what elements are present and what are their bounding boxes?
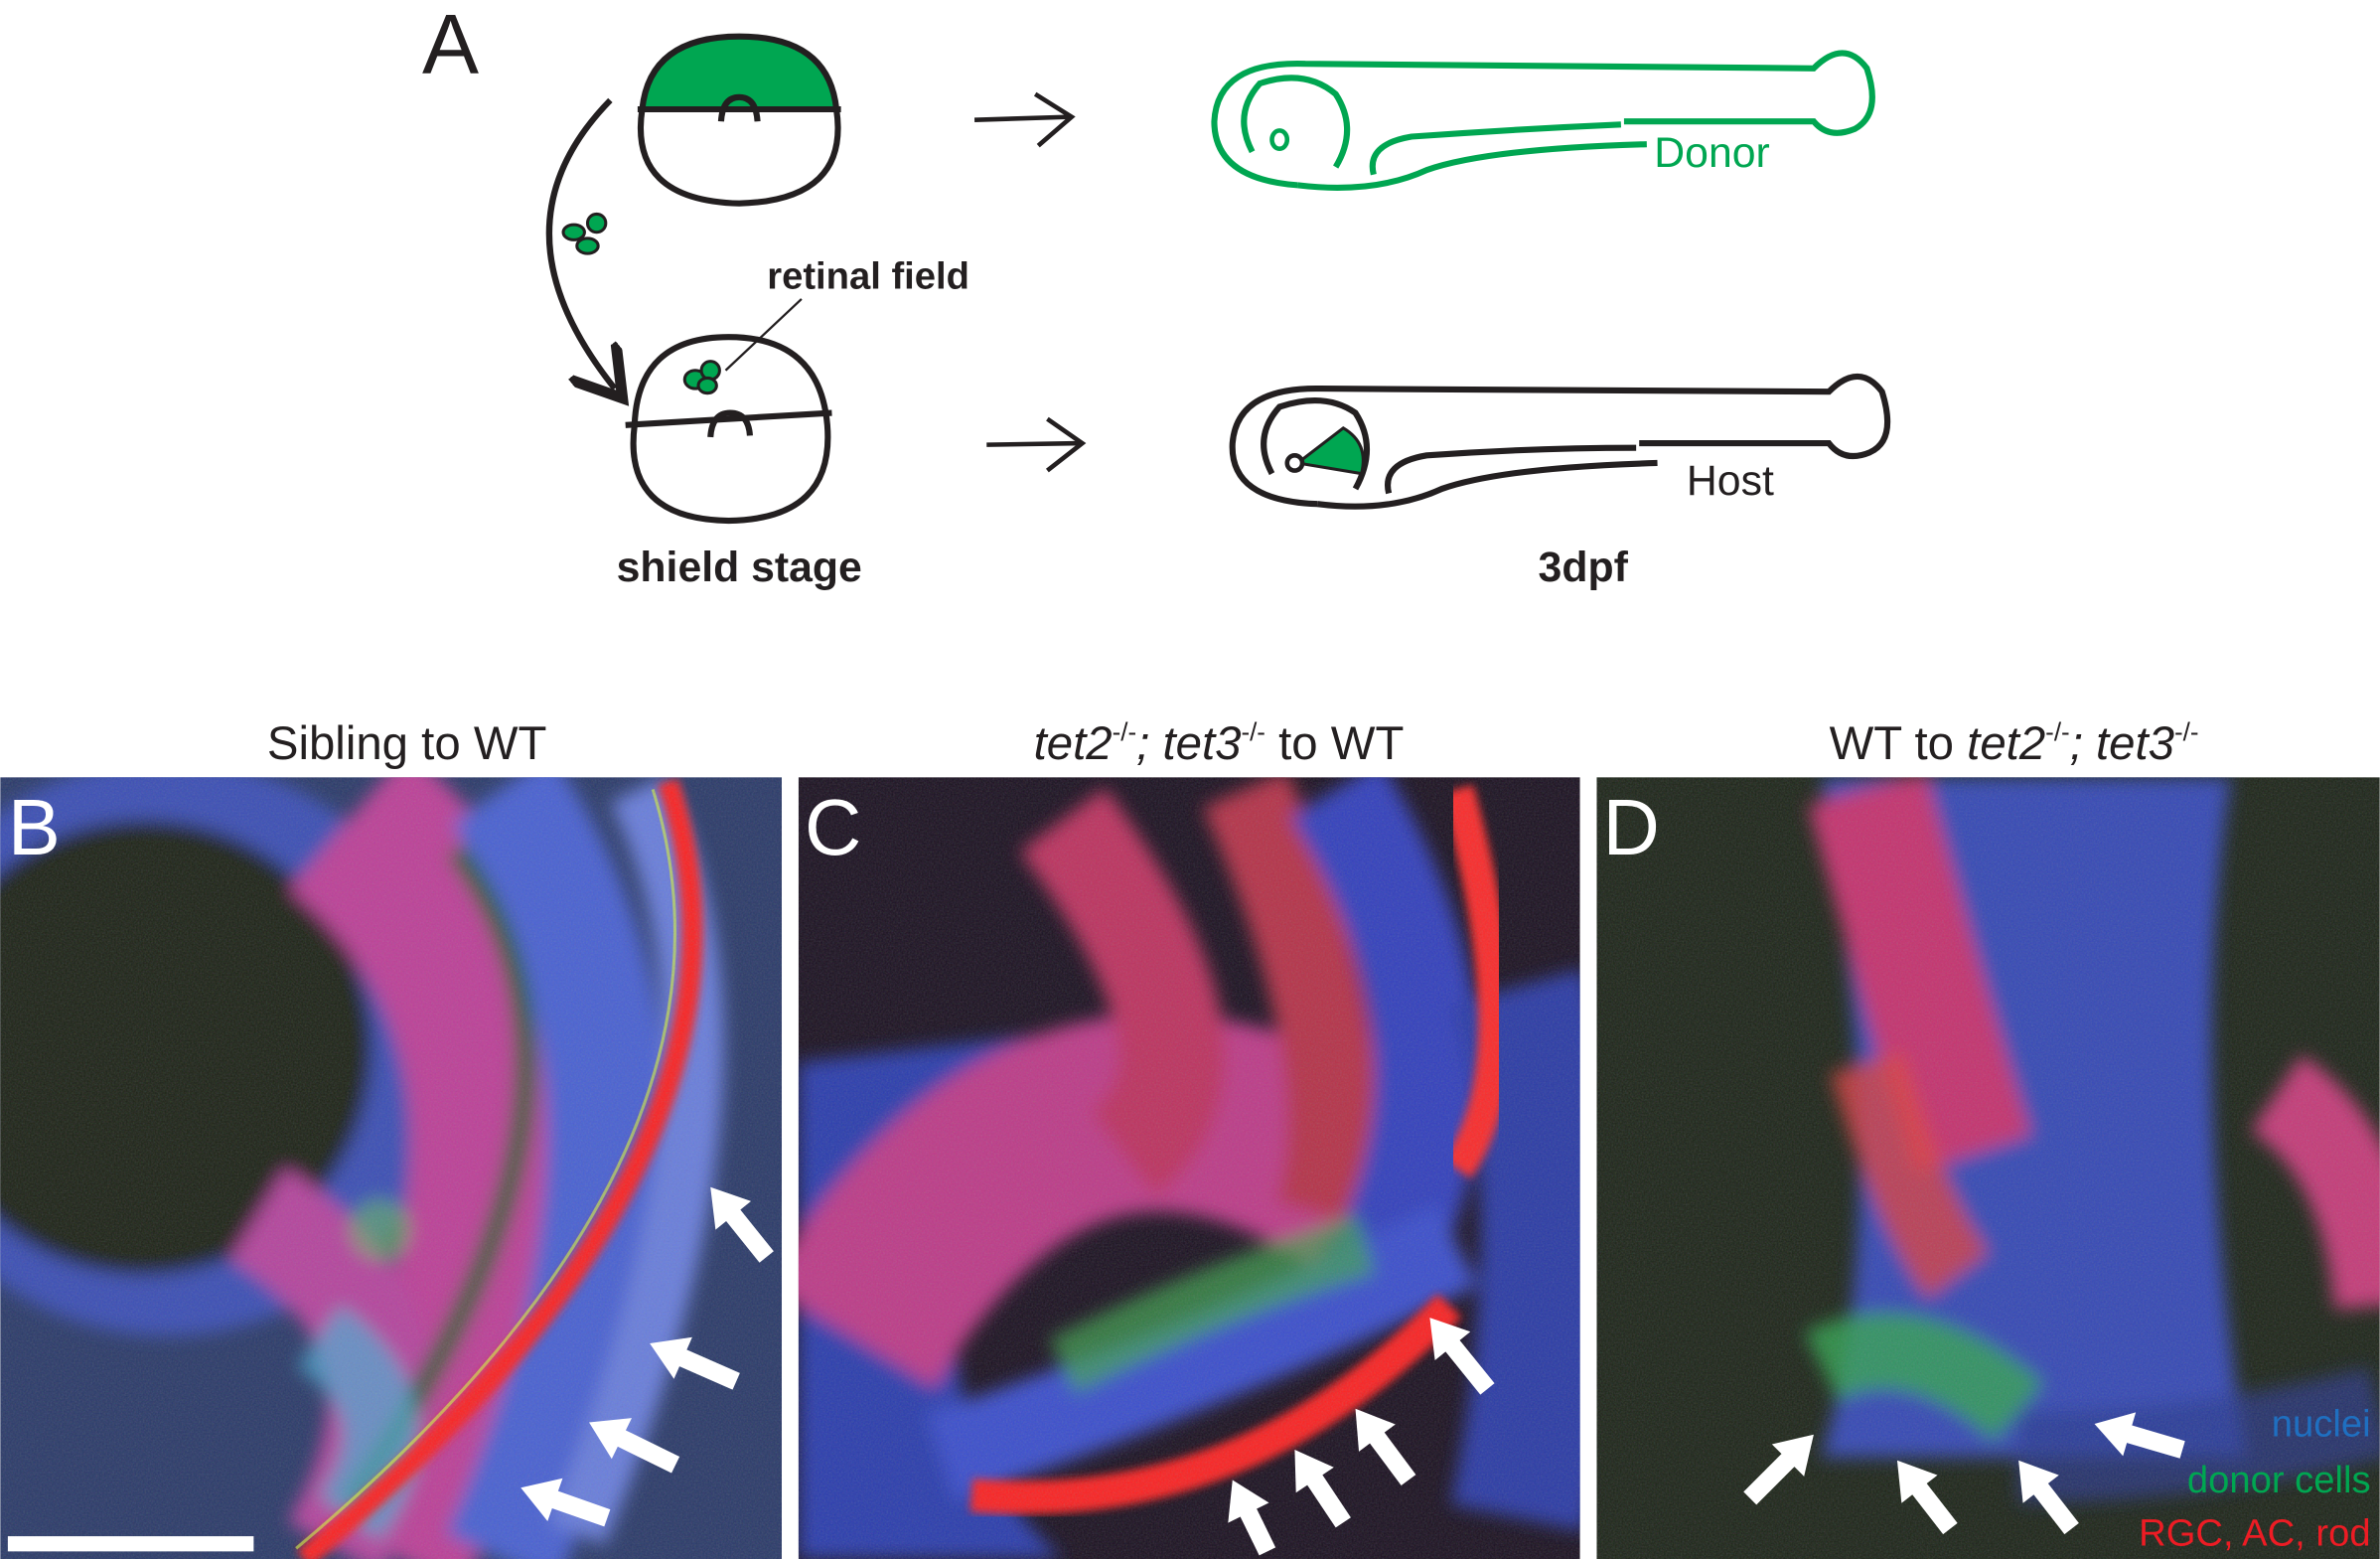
arrow-icon	[1294, 1450, 1351, 1528]
panel-d-micrograph	[1596, 777, 2380, 1559]
arrow-icon	[650, 1336, 740, 1390]
arrow-shape	[650, 1336, 740, 1390]
arrow-icon	[710, 1186, 774, 1263]
panel-c-letter: C	[805, 783, 861, 871]
arrow-icon	[1228, 1480, 1276, 1556]
retinal-field-label: retinal field	[767, 254, 969, 297]
arrow-shape	[2094, 1412, 2185, 1459]
arrow-shape	[1228, 1480, 1276, 1556]
age-label: 3dpf	[1539, 544, 1629, 591]
panel-c-title: tet2-/-; tet3-/- to WT	[1034, 717, 1405, 770]
arrow-shape	[1743, 1434, 1814, 1505]
arrow-shape	[2018, 1460, 2079, 1535]
arrow-icon	[1355, 1408, 1416, 1486]
arrow-icon	[1896, 1460, 1958, 1535]
arrow-icon	[1743, 1434, 1814, 1505]
legend-donor-cells: donor cells	[2187, 1459, 2371, 1501]
host-label: Host	[1687, 457, 1774, 505]
transplanted-cells-icon	[561, 212, 608, 255]
arrow-icon	[1429, 1318, 1495, 1395]
host-larva-icon	[1229, 374, 1891, 510]
panel-c-micrograph	[798, 777, 1580, 1559]
panel-d-title: WT to tet2-/-; tet3-/-	[1830, 717, 2199, 770]
arrow-icon	[2018, 1460, 2079, 1535]
arrow-icon	[2094, 1412, 2185, 1459]
arrow-shape	[589, 1418, 680, 1474]
panel-b-micrograph	[0, 777, 783, 1559]
right-arrow-icon	[986, 416, 1087, 473]
legend-nuclei: nuclei	[2272, 1402, 2371, 1445]
arrow-shape	[1355, 1408, 1416, 1486]
donor-larva-icon	[1211, 50, 1875, 191]
panel-b-letter: B	[8, 783, 61, 871]
right-arrow-icon	[973, 91, 1076, 148]
arrow-shape	[1429, 1318, 1495, 1395]
arrow-shape	[1896, 1460, 1958, 1535]
panel-b-title: Sibling to WT	[267, 717, 547, 770]
panel-a-letter: A	[422, 0, 479, 91]
arrow-icon	[521, 1478, 611, 1527]
arrow-shape	[1294, 1450, 1351, 1528]
retinal-field-cells-icon	[682, 360, 721, 395]
scale-bar	[7, 1536, 254, 1552]
retinal-field-pointer	[724, 298, 803, 372]
arrows	[521, 1186, 2185, 1556]
donor-label: Donor	[1654, 129, 1769, 177]
panel-d-letter: D	[1603, 783, 1660, 871]
donor-derived-eye-region	[1293, 425, 1365, 476]
host-eye-icon	[1284, 453, 1305, 473]
legend-rgc-ac-rod: RGC, AC, rod	[2139, 1511, 2370, 1554]
host-embryo-icon	[625, 334, 832, 525]
arrow-shape	[710, 1186, 774, 1263]
arrow-icon	[589, 1418, 680, 1474]
stage-label: shield stage	[617, 544, 862, 591]
donor-embryo-icon	[637, 33, 841, 207]
panel-a: A retinal field shield stage	[422, 0, 1891, 591]
curved-arrow-icon	[545, 97, 615, 389]
arrow-shape	[521, 1478, 611, 1527]
